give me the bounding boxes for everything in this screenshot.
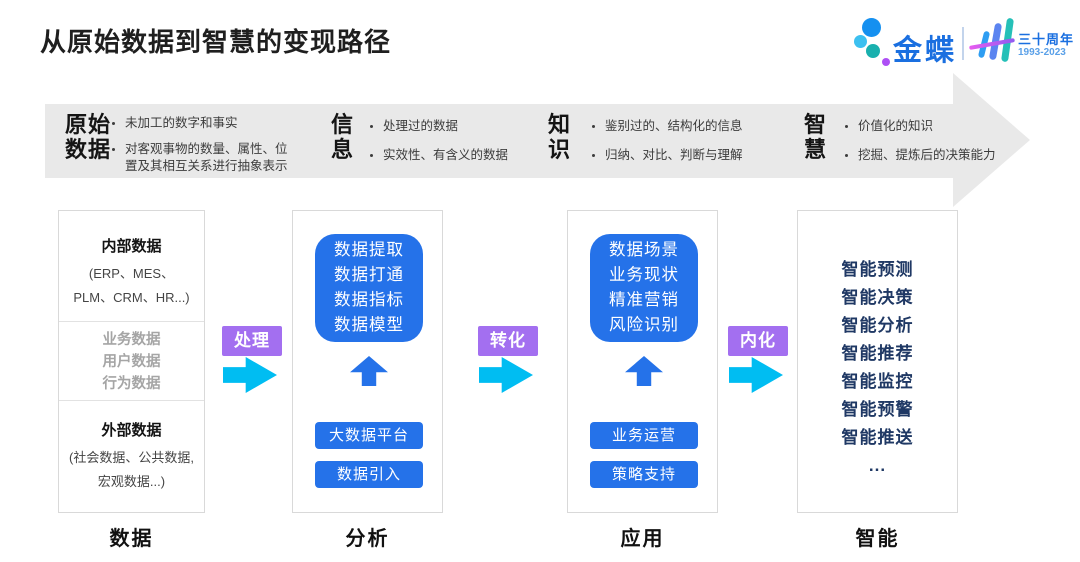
bullet-text: 价值化的知识 (858, 119, 934, 133)
page-title: 从原始数据到智慧的变现路径 (40, 27, 392, 57)
internal-data-detail: (ERP、MES、PLM、CRM、HR...) (73, 266, 190, 305)
stage-bullets-raw-data: 未加工的数字和事实 对客观事物的数量、属性、位置及其相互关系进行抽象表示 (112, 115, 294, 184)
brand-name: 金蝶 (893, 35, 958, 67)
stage-bullets-wisdom: 价值化的知识 挖掘、提炼后的决策能力 (845, 118, 1040, 176)
intelligence-item-ellipsis: ... (868, 456, 887, 475)
strategy-support-button: 策略支持 (590, 461, 698, 488)
logo-dot-blue-icon (862, 18, 881, 37)
bullet-text: 归纳、对比、判断与理解 (605, 148, 743, 162)
bullet-icon (592, 154, 595, 157)
intelligence-item: 智能推荐 (841, 344, 914, 363)
bullet-text: 鉴别过的、结构化的信息 (605, 119, 743, 133)
bullet-icon (370, 154, 373, 157)
bullet-icon (370, 125, 373, 128)
footer-label-application: 应用 (620, 528, 665, 550)
anniversary-label: 三十周年 (1018, 32, 1075, 47)
core-item: 精准营销 (609, 291, 679, 309)
footer-label-analysis: 分析 (345, 528, 390, 550)
intelligence-item: 智能决策 (841, 288, 914, 307)
core-item: 业务现状 (609, 266, 679, 284)
intelligence-item: 智能预测 (841, 260, 914, 279)
bullet-text: 挖掘、提炼后的决策能力 (858, 148, 996, 162)
right-arrow-icon (729, 357, 783, 393)
stage-bullets-information: 处理过的数据 实效性、有含义的数据 (370, 118, 550, 176)
right-arrow-icon (223, 357, 277, 393)
application-core-box: 数据场景 业务现状 精准营销 风险识别 (590, 234, 698, 342)
logo-dot-cyan-icon (854, 35, 867, 48)
footer-label-intelligence: 智能 (855, 528, 900, 550)
stage-label-wisdom: 智慧 (804, 112, 828, 162)
footer-label-data: 数据 (109, 528, 154, 550)
middle-data-section: 业务数据 用户数据 行为数据 (59, 329, 204, 395)
anniversary-years: 1993-2023 (1018, 47, 1066, 58)
connector-badge-internalize: 内化 (728, 326, 788, 356)
bullet-icon (112, 148, 115, 151)
middle-data-item: 用户数据 (102, 354, 161, 370)
data-sources-panel: 内部数据 (ERP、MES、PLM、CRM、HR...) 业务数据 用户数据 行… (58, 210, 205, 513)
core-item: 数据指标 (334, 291, 404, 309)
core-item: 数据场景 (609, 241, 679, 259)
core-item: 数据打通 (334, 266, 404, 284)
intelligence-item: 智能推送 (841, 428, 914, 447)
core-item: 数据提取 (334, 241, 404, 259)
internal-data-section: 内部数据 (ERP、MES、PLM、CRM、HR...) (59, 211, 204, 310)
bullet-text: 实效性、有含义的数据 (383, 148, 509, 162)
banner-arrow-shape (45, 73, 1030, 207)
big-data-platform-button: 大数据平台 (315, 422, 423, 449)
core-item: 数据模型 (334, 316, 404, 334)
bullet-icon (845, 154, 848, 157)
section-divider (59, 400, 204, 401)
logo-divider (962, 27, 964, 60)
right-arrow-icon (479, 357, 533, 393)
external-data-title: 外部数据 (101, 422, 162, 439)
logo-dot-purple-icon (882, 58, 890, 66)
connector-badge-process: 处理 (222, 326, 282, 356)
stage-bullets-knowledge: 鉴别过的、结构化的信息 归纳、对比、判断与理解 (592, 118, 782, 176)
section-divider (59, 321, 204, 322)
intelligence-item: 智能监控 (841, 372, 914, 391)
intelligence-list: 智能预测 智能决策 智能分析 智能推荐 智能监控 智能预警 智能推送 ... (797, 256, 958, 480)
analysis-core-box: 数据提取 数据打通 数据指标 数据模型 (315, 234, 423, 342)
bullet-text: 未加工的数字和事实 (125, 116, 238, 130)
bullet-icon (112, 122, 115, 125)
bullet-icon (592, 125, 595, 128)
middle-data-item: 业务数据 (102, 332, 161, 348)
bullet-text: 处理过的数据 (383, 119, 459, 133)
intelligence-item: 智能预警 (841, 400, 914, 419)
logo-dot-teal-icon (866, 44, 880, 58)
connector-badge-transform: 转化 (478, 326, 538, 356)
stage-label-knowledge: 知识 (548, 112, 572, 162)
stage-label-raw-data: 原始数据 (65, 112, 112, 162)
core-item: 风险识别 (609, 316, 679, 334)
intelligence-item: 智能分析 (841, 316, 914, 335)
business-operation-button: 业务运营 (590, 422, 698, 449)
bullet-icon (845, 125, 848, 128)
internal-data-title: 内部数据 (101, 238, 162, 255)
bullet-text: 对客观事物的数量、属性、位置及其相互关系进行抽象表示 (125, 142, 288, 173)
stage-label-information: 信息 (331, 112, 355, 162)
middle-data-item: 行为数据 (102, 376, 161, 392)
external-data-detail: (社会数据、公共数据, 宏观数据...) (69, 450, 194, 489)
intelligence-panel (797, 210, 958, 513)
data-import-button: 数据引入 (315, 461, 423, 488)
external-data-section: 外部数据 (社会数据、公共数据, 宏观数据...) (59, 419, 204, 494)
